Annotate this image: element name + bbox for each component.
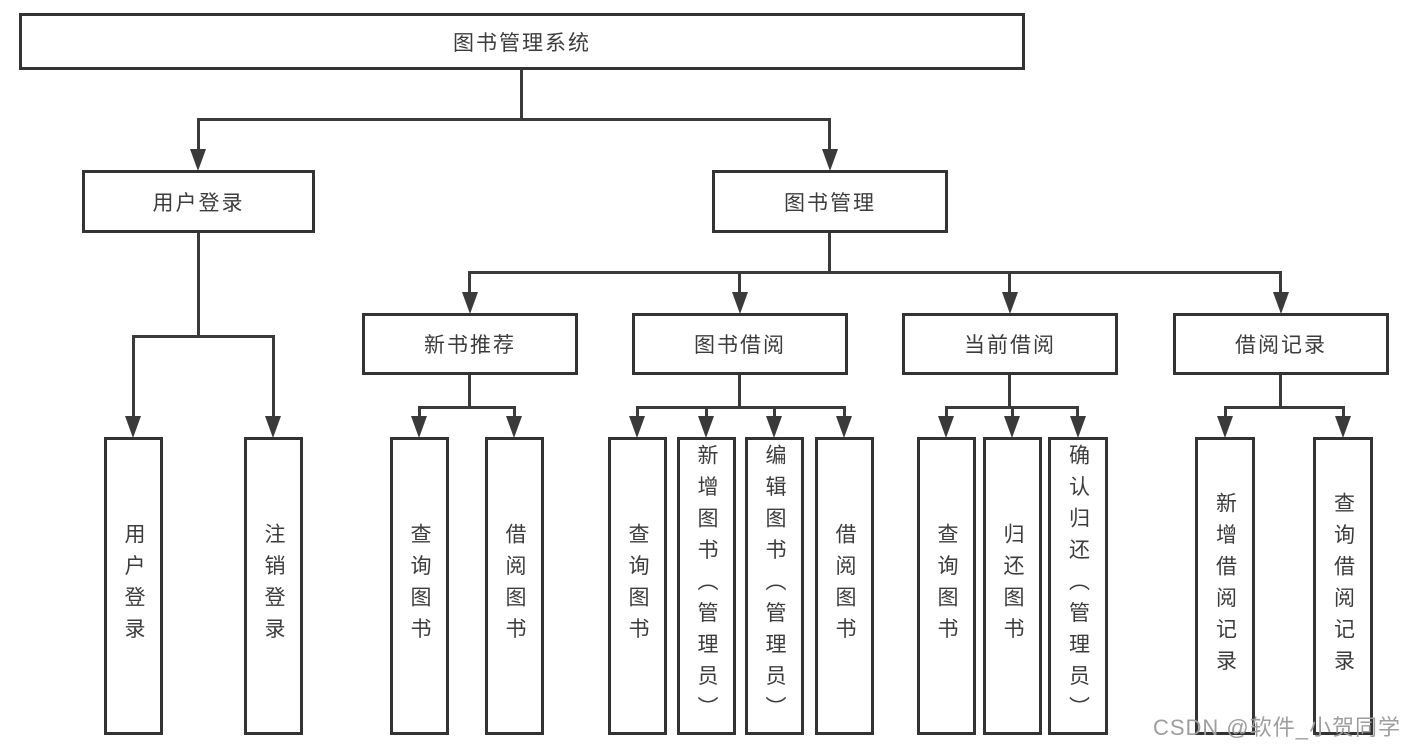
node-label: 编辑图书（管理员）	[763, 444, 786, 728]
node-label: 借阅图书	[503, 523, 526, 649]
node-label: 查询图书	[626, 523, 649, 649]
node-label: 图书借阅	[694, 334, 786, 357]
node-book-borrowing: 图书借阅	[632, 313, 848, 375]
node-label: 图书管理	[784, 191, 876, 215]
node-label: 确认归还（管理员）	[1066, 444, 1090, 728]
connector-line	[132, 335, 275, 338]
connector-arrowhead	[1335, 416, 1351, 438]
connector-arrowhead	[506, 416, 522, 438]
connector-line	[636, 406, 639, 421]
node-query-borrow-record: 查询借阅记录	[1313, 437, 1373, 735]
node-new-book-recommendation: 新书推荐	[362, 313, 578, 375]
connector-line	[1224, 406, 1345, 409]
connector-line	[1076, 406, 1079, 421]
connector-arrowhead	[1070, 416, 1086, 438]
connector-line	[773, 406, 776, 421]
connector-line	[945, 406, 1079, 409]
node-label: 查询图书	[935, 523, 958, 649]
connector-arrowhead	[265, 416, 281, 438]
connector-arrowhead	[1273, 292, 1289, 314]
node-label: 用户登录	[122, 523, 145, 649]
node-logout: 注销登录	[244, 437, 303, 735]
connector-line	[1008, 271, 1011, 297]
connector-arrowhead	[732, 292, 748, 314]
node-borrow-books: 借阅图书	[815, 437, 874, 735]
node-query-books-recommend: 查询图书	[390, 437, 449, 735]
connector-line	[738, 271, 741, 297]
connector-line	[468, 271, 1282, 274]
connector-arrowhead	[1002, 292, 1018, 314]
node-query-books-current: 查询图书	[917, 437, 976, 735]
node-label: 当前借阅	[964, 334, 1056, 357]
connector-arrowhead	[462, 292, 478, 314]
node-label: 新增图书（管理员）	[695, 444, 718, 728]
connector-line	[132, 335, 135, 421]
connector-arrowhead	[836, 416, 852, 438]
connector-line	[738, 375, 741, 409]
node-label: 查询图书	[408, 523, 431, 649]
connector-line	[272, 335, 275, 421]
connector-line	[705, 406, 708, 421]
node-query-books-borrowing: 查询图书	[608, 437, 667, 735]
connector-line	[1008, 375, 1011, 409]
connector-line	[197, 118, 200, 154]
node-book-management-system: 图书管理系统	[19, 13, 1025, 70]
node-label: 借阅图书	[833, 523, 856, 649]
node-book-management: 图书管理	[712, 170, 948, 233]
connector-line	[513, 406, 516, 421]
node-label: 借阅记录	[1235, 334, 1327, 357]
connector-line	[520, 69, 523, 118]
node-add-borrow-record: 新增借阅记录	[1195, 437, 1255, 735]
connector-line	[1279, 271, 1282, 297]
connector-line	[418, 406, 421, 421]
connector-line	[468, 271, 471, 297]
connector-line	[468, 375, 471, 409]
connector-arrowhead	[1004, 416, 1020, 438]
connector-line	[636, 406, 846, 409]
node-label: 归还图书	[1001, 523, 1024, 649]
connector-arrowhead	[766, 416, 782, 438]
connector-arrowhead	[190, 149, 206, 171]
node-borrow-books-recommend: 借阅图书	[485, 437, 544, 735]
node-borrowing-records: 借阅记录	[1173, 313, 1389, 375]
node-current-borrowing: 当前借阅	[902, 313, 1118, 375]
node-user-login: 用户登录	[82, 170, 315, 233]
node-label: 新增借阅记录	[1213, 491, 1237, 681]
node-label: 用户登录	[152, 191, 245, 215]
node-label: 注销登录	[262, 523, 285, 649]
connector-line	[1342, 406, 1345, 421]
connector-line	[418, 406, 516, 409]
node-label: 新书推荐	[424, 334, 516, 357]
connector-arrowhead	[938, 416, 954, 438]
node-add-books-admin: 新增图书（管理员）	[677, 437, 736, 735]
connector-arrowhead	[125, 416, 141, 438]
connector-line	[945, 406, 948, 421]
connector-line	[197, 118, 831, 121]
node-confirm-return-admin: 确认归还（管理员）	[1048, 437, 1108, 735]
node-return-books: 归还图书	[983, 437, 1042, 735]
connector-line	[1011, 406, 1014, 421]
connector-arrowhead	[698, 416, 714, 438]
csdn-watermark: CSDN @软件_小贺同学	[1152, 715, 1401, 740]
connector-arrowhead	[411, 416, 427, 438]
connector-line	[1224, 406, 1227, 421]
node-edit-books-admin: 编辑图书（管理员）	[745, 437, 804, 735]
node-label: 图书管理系统	[453, 31, 591, 55]
connector-line	[828, 118, 831, 154]
connector-line	[843, 406, 846, 421]
connector-line	[1279, 375, 1282, 409]
node-user-login-leaf: 用户登录	[104, 437, 163, 735]
connector-arrowhead	[629, 416, 645, 438]
connector-arrowhead	[1217, 416, 1233, 438]
node-label: 查询借阅记录	[1331, 491, 1355, 681]
connector-arrowhead	[822, 149, 838, 171]
connector-line	[828, 233, 831, 271]
connector-line	[197, 233, 200, 335]
